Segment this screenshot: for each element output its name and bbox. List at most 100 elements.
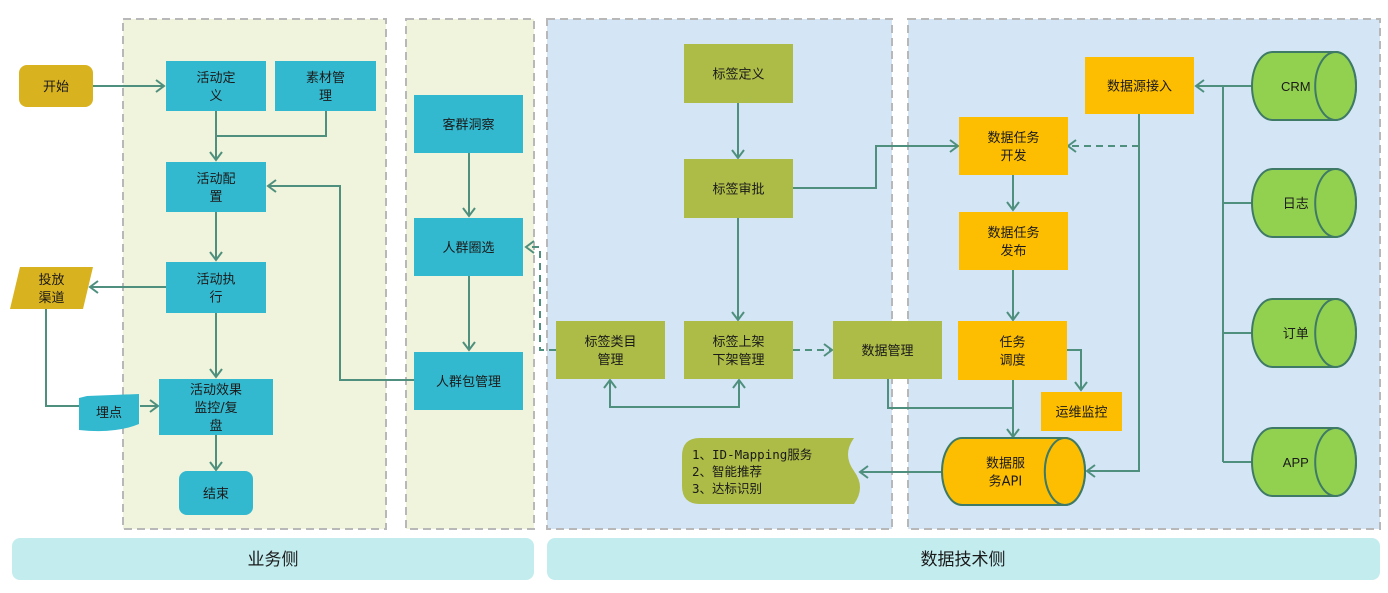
arrowhead — [209, 461, 223, 472]
arrowhead — [858, 465, 869, 479]
arrowhead — [88, 280, 99, 294]
node-customer-insight[interactable]: 客群洞察 — [414, 95, 523, 153]
node-crowd-pkg[interactable]: 人群包管理 — [414, 352, 523, 410]
node-ops-monitor[interactable]: 运维监控 — [1041, 392, 1122, 431]
arrowhead — [149, 399, 160, 413]
edge-crowdpkg-config — [268, 185, 414, 381]
node-data-mgmt[interactable]: 数据管理 — [833, 321, 942, 379]
node-label: 活动执 — [196, 273, 235, 288]
node-tag-define[interactable]: 标签定义 — [684, 44, 793, 103]
arrowhead — [1085, 464, 1096, 478]
node-label: 数据管理 — [861, 344, 913, 359]
node-shape — [833, 321, 942, 379]
node-label: APP — [1283, 455, 1309, 470]
node-label: 活动配 — [196, 172, 235, 187]
node-label: 数据源接入 — [1107, 79, 1172, 95]
node-label: 标签上架 — [712, 334, 764, 350]
node-label: 标签类目 — [584, 334, 636, 350]
node-shape — [959, 212, 1068, 270]
node-label: 理 — [319, 89, 332, 104]
node-label: 运维监控 — [1055, 406, 1107, 421]
node-db-crm[interactable]: CRM — [1251, 51, 1357, 121]
node-label: 2、智能推荐 — [692, 464, 762, 479]
node-shape — [684, 321, 793, 379]
node-shape — [682, 438, 860, 504]
node-end[interactable]: 结束 — [179, 471, 253, 515]
node-label: 数据任务 — [987, 225, 1039, 241]
node-label: 下架管理 — [712, 353, 764, 368]
node-label: 行 — [209, 291, 222, 306]
node-label: 客群洞察 — [442, 117, 494, 133]
node-label: 监控/复 — [194, 401, 237, 416]
node-shape — [166, 61, 266, 111]
node-label: 盘 — [209, 418, 222, 434]
arrowhead — [731, 149, 745, 160]
footer: 业务侧 数据技术侧 — [12, 538, 1380, 580]
node-db-order[interactable]: 订单 — [1251, 298, 1357, 368]
edge-datamgmt-api — [887, 379, 1013, 409]
arrowhead — [1074, 381, 1088, 392]
edge-category-shelf — [609, 380, 740, 408]
node-shape — [275, 61, 376, 111]
footer-tech-label: 数据技术侧 — [921, 550, 1006, 570]
arrowhead — [209, 151, 223, 162]
arrowhead — [731, 311, 745, 322]
node-shape — [414, 352, 523, 410]
edge-material-config — [216, 111, 327, 137]
node-crowd-select[interactable]: 人群圈选 — [414, 218, 523, 276]
edge-tagcat-select — [526, 246, 556, 351]
node-label: 任务 — [999, 335, 1025, 351]
arrowhead — [823, 343, 834, 357]
node-shape — [1314, 168, 1357, 238]
node-shape — [19, 65, 93, 107]
node-label: 数据任务 — [987, 130, 1039, 146]
node-shape — [10, 267, 93, 309]
arrowhead — [155, 79, 166, 93]
arrowhead — [462, 341, 476, 352]
arrowhead — [1006, 201, 1020, 212]
node-db-log[interactable]: 日志 — [1251, 168, 1357, 238]
node-shape — [1085, 57, 1194, 114]
node-tag-approve[interactable]: 标签审批 — [684, 159, 793, 218]
edge-source-api — [1087, 114, 1140, 472]
node-label: 标签定义 — [712, 67, 764, 83]
arrowhead — [603, 378, 617, 389]
arrowhead — [266, 179, 277, 193]
node-db-app[interactable]: APP — [1251, 427, 1357, 497]
arrowhead — [524, 240, 535, 254]
footer-business — [12, 538, 534, 580]
node-label: 置 — [209, 190, 222, 205]
node-shape — [959, 117, 1068, 175]
node-label: 标签审批 — [712, 182, 764, 198]
node-shape — [414, 218, 523, 276]
arrowhead — [209, 368, 223, 379]
node-shape — [179, 471, 253, 515]
node-label: 素材管 — [306, 71, 345, 86]
node-datasource-access[interactable]: 数据源接入 — [1085, 57, 1194, 114]
node-tracking[interactable]: 埋点 — [79, 394, 139, 432]
footer-business-label: 业务侧 — [248, 550, 299, 570]
node-start[interactable]: 开始 — [19, 65, 93, 107]
node-shape — [414, 95, 523, 153]
arrowhead — [1194, 79, 1205, 93]
node-label: 发布 — [1000, 243, 1026, 259]
node-label: 活动效果 — [190, 383, 242, 398]
node-label: 日志 — [1283, 196, 1309, 211]
node-label: 数据服 — [986, 457, 1025, 472]
node-shape — [1314, 298, 1357, 368]
nodes: 开始活动定义素材管理活动配置活动执行投放渠道埋点活动效果监控/复盘结束客群洞察人… — [10, 44, 1357, 515]
